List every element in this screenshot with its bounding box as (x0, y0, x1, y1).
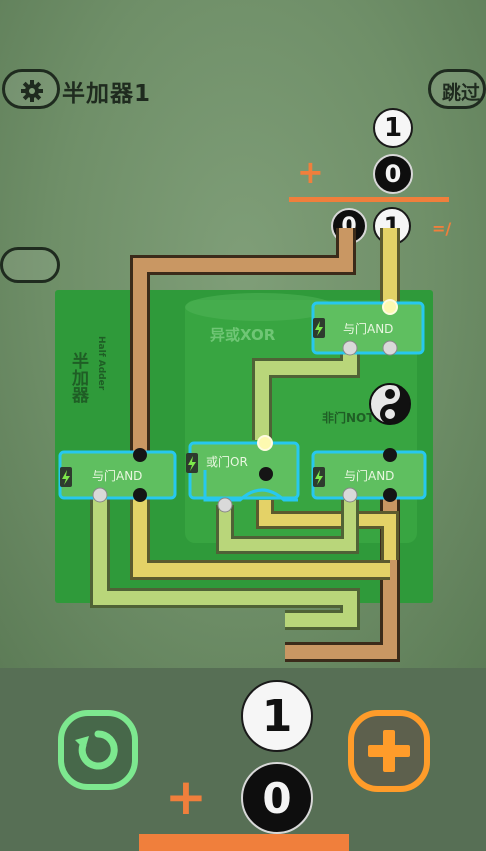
and-gate-top-label: 与门AND (343, 321, 393, 336)
equation-operand-a: 1 (373, 108, 413, 148)
or-gate-label: 或门OR (206, 454, 248, 469)
equation-operand-b: 0 (373, 154, 413, 194)
xor-label: 异或XOR (210, 326, 276, 344)
reset-button[interactable] (58, 710, 138, 790)
input-line (139, 834, 349, 851)
input-b-digit[interactable]: 0 (241, 762, 313, 834)
not-gate (369, 383, 411, 425)
input-a-digit[interactable]: 1 (241, 680, 313, 752)
level-title: 半加器1 (62, 81, 152, 107)
side-panel-toggle[interactable] (0, 247, 60, 283)
restart-icon (75, 730, 118, 770)
equals-sign: =/ (432, 219, 452, 238)
equation-plus: + (297, 153, 324, 191)
skip-label: 跳过 (442, 82, 481, 104)
skip-button[interactable]: 跳过 (428, 69, 486, 109)
add-button[interactable] (348, 710, 430, 792)
settings-button[interactable] (2, 69, 60, 109)
and-gate-right-label: 与门AND (344, 468, 394, 483)
not-label: 非门NOT (322, 410, 375, 425)
circuit-board: 半加器 Half Adder 异或XOR 非门NOT 与门AND 与门A (55, 228, 433, 662)
equation-line (289, 197, 449, 202)
board-subtitle: Half Adder (96, 336, 106, 391)
gear-icon (21, 80, 43, 102)
board-title: 半加器 (68, 351, 90, 404)
plus-icon (368, 730, 410, 772)
input-plus: + (165, 768, 207, 826)
and-gate-left-label: 与门AND (92, 468, 142, 483)
